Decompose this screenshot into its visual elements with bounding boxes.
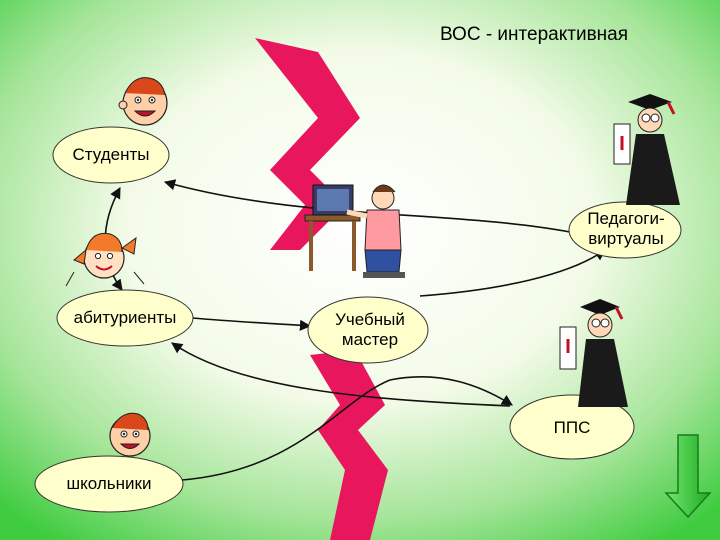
arrow-pps-to-applicants <box>171 342 511 407</box>
node-pedagogues-line2: виртуалы <box>588 229 664 248</box>
node-pedagogues-ellipse <box>568 201 682 259</box>
node-schoolchildren-label: школьники <box>66 474 152 493</box>
node-master-ellipse <box>307 296 429 364</box>
graduate-with-diploma-icon <box>613 94 680 205</box>
girl-face-icon <box>65 232 145 287</box>
node-master-line2: мастер <box>341 330 399 349</box>
slide-title: ВОС - интерактивная <box>440 24 629 45</box>
lightning-bolt-lower <box>310 350 388 540</box>
node-master-label: Учебный мастер <box>320 310 420 350</box>
boy-face-icon-bottom <box>109 412 151 457</box>
arrow-applicants-to-master <box>191 317 312 331</box>
node-applicants-label: абитуриенты <box>73 308 177 327</box>
boy-face-icon <box>118 77 168 126</box>
student-at-computer-icon <box>304 184 405 278</box>
down-arrow-icon[interactable] <box>664 434 712 519</box>
node-pps-label: ППС <box>553 418 591 437</box>
arrow-schoolchildren-to-pps <box>181 376 513 481</box>
node-pedagogues-label: Педагоги- виртуалы <box>574 209 678 249</box>
arrow-master-to-pedagogues <box>419 249 606 297</box>
graduate-with-diploma-icon-2 <box>559 299 628 407</box>
node-pedagogues-line1: Педагоги- <box>587 209 665 228</box>
node-pps-ellipse <box>509 394 635 460</box>
node-schoolchildren-ellipse <box>34 455 184 513</box>
node-master-line1: Учебный <box>335 310 405 329</box>
node-students-ellipse <box>52 126 170 184</box>
node-applicants-ellipse <box>56 289 194 347</box>
node-students-label: Студенты <box>72 145 150 164</box>
